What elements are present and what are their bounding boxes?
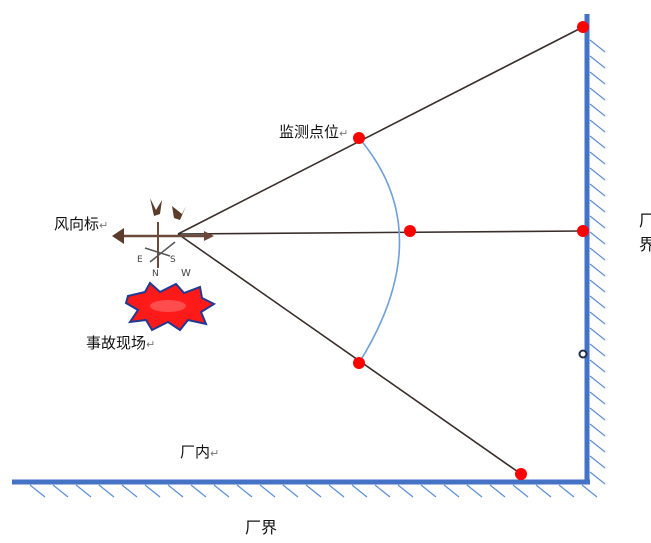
explosion-icon: [124, 281, 217, 332]
hatch-mark: [489, 484, 506, 498]
hatch-mark: [589, 103, 606, 117]
hatch-mark: [589, 119, 606, 133]
boundary-label-right: 厂界: [636, 212, 651, 260]
hatch-mark: [589, 279, 606, 293]
hatch-mark: [374, 484, 391, 498]
hatch-mark: [52, 484, 69, 498]
boundary-hatching-bottom: [29, 484, 598, 498]
monitoring-point-dot: [577, 21, 589, 33]
hatch-mark: [589, 375, 606, 389]
hatch-mark: [351, 484, 368, 498]
hatch-mark: [589, 391, 606, 405]
hatch-mark: [589, 215, 606, 229]
hatch-mark: [589, 471, 606, 485]
hatch-mark: [589, 199, 606, 213]
hatch-mark: [397, 484, 414, 498]
boundary-marker-icon: [578, 349, 588, 359]
wind-vane-icon: E N S W: [112, 198, 214, 279]
monitoring-point-dot: [353, 357, 365, 369]
hatch-mark: [589, 55, 606, 69]
monitoring-point-dot: [515, 468, 527, 480]
hatch-mark: [236, 484, 253, 498]
hatch-mark: [420, 484, 437, 498]
hatch-mark: [589, 455, 606, 469]
hatch-mark: [589, 327, 606, 341]
hatch-mark: [167, 484, 184, 498]
hatch-mark: [581, 484, 598, 498]
hatch-mark: [98, 484, 115, 498]
hatch-mark: [259, 484, 276, 498]
vane-letter-n: N: [152, 269, 159, 279]
ray-lower: [177, 233, 522, 475]
hatch-mark: [589, 231, 606, 245]
ray-center: [177, 230, 584, 235]
hatch-mark: [589, 135, 606, 149]
boundary-label-bottom: 厂界: [245, 518, 278, 537]
monitoring-point-dot: [404, 225, 416, 237]
hatch-mark: [589, 151, 606, 165]
hatch-mark: [121, 484, 138, 498]
monitoring-point-dot: [353, 132, 365, 144]
wind-vane-label: 风向标↵: [54, 215, 109, 233]
hatch-mark: [589, 71, 606, 85]
monitoring-arc: [358, 137, 401, 364]
hatch-mark: [589, 407, 606, 421]
monitoring-point-label: 监测点位↵: [279, 123, 349, 141]
hatch-mark: [589, 359, 606, 373]
hatch-mark: [328, 484, 345, 498]
dispersion-rays: [177, 26, 584, 475]
ray-upper: [177, 26, 584, 235]
hatch-mark: [589, 295, 606, 309]
hatch-mark: [589, 87, 606, 101]
hatch-mark: [589, 263, 606, 277]
hatch-mark: [144, 484, 161, 498]
monitoring-point-dot: [577, 225, 589, 237]
hatch-mark: [589, 343, 606, 357]
hatch-mark: [589, 423, 606, 437]
hatch-mark: [305, 484, 322, 498]
hatch-mark: [75, 484, 92, 498]
hatch-mark: [589, 183, 606, 197]
plant-inside-label: 厂内↵: [180, 443, 220, 461]
hatch-mark: [535, 484, 552, 498]
incident-site-label: 事故现场↵: [86, 334, 156, 352]
monitoring-points: [353, 21, 589, 480]
hatch-mark: [466, 484, 483, 498]
vane-letter-e: E: [137, 255, 143, 265]
hatch-mark: [589, 167, 606, 181]
hatch-mark: [589, 247, 606, 261]
plant-boundary: [12, 14, 606, 498]
vane-letter-s: S: [170, 255, 176, 265]
hatch-mark: [29, 484, 46, 498]
hatch-mark: [213, 484, 230, 498]
vane-letter-w: W: [181, 268, 191, 279]
hatch-mark: [443, 484, 460, 498]
hatch-mark: [512, 484, 529, 498]
hatch-mark: [558, 484, 575, 498]
hatch-mark: [589, 311, 606, 325]
hatch-mark: [589, 39, 606, 53]
hatch-mark: [190, 484, 207, 498]
hatch-mark: [282, 484, 299, 498]
boundary-hatching-right: [589, 39, 606, 485]
hatch-mark: [589, 439, 606, 453]
